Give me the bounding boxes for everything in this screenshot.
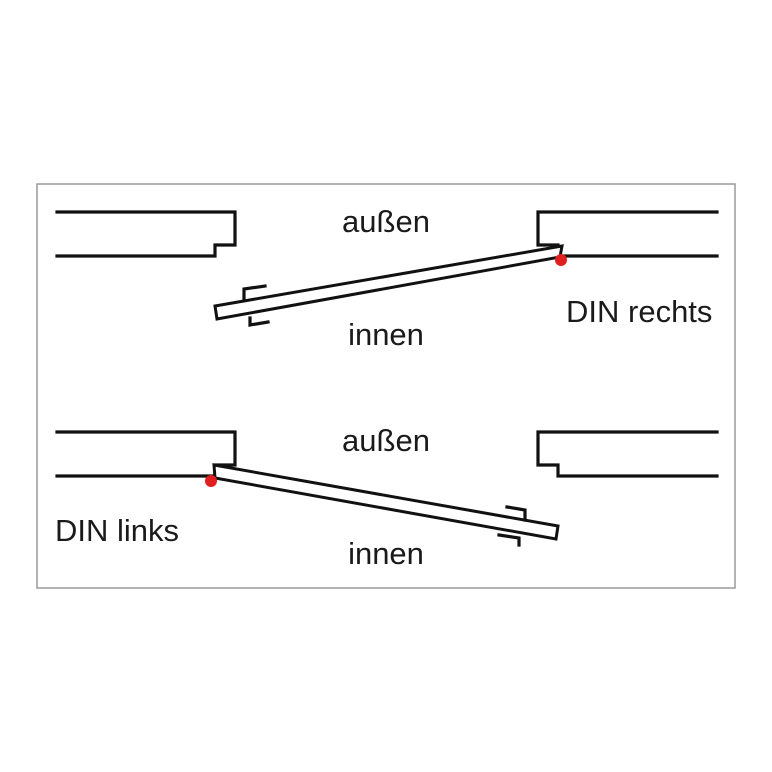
din-links-panel: außen innen DIN links — [55, 423, 719, 571]
door-leaf-top — [213, 244, 564, 321]
outside-label-bottom: außen — [342, 423, 430, 458]
diagram-frame — [36, 183, 736, 589]
wall-right-bottom — [536, 430, 719, 478]
wall-left-bottom — [55, 430, 237, 478]
wall-left-top — [55, 210, 237, 258]
hinge-point-top — [555, 254, 567, 266]
door-stop-top — [242, 284, 267, 302]
din-rechts-panel: außen innen DIN rechts — [55, 204, 719, 352]
hinge-label-top: DIN rechts — [566, 294, 712, 329]
door-leaf-bottom — [212, 463, 560, 541]
outside-label-top: außen — [342, 204, 430, 239]
inside-label-bottom: innen — [348, 536, 424, 571]
inside-label-top: innen — [348, 317, 424, 352]
door-stop-bottom — [505, 505, 527, 522]
hinge-label-bottom: DIN links — [55, 513, 179, 548]
door-stop-bottom-lower — [497, 533, 521, 547]
hinge-point-bottom — [205, 475, 217, 487]
wall-right-top — [536, 210, 719, 258]
door-stop-top-lower — [248, 316, 270, 327]
